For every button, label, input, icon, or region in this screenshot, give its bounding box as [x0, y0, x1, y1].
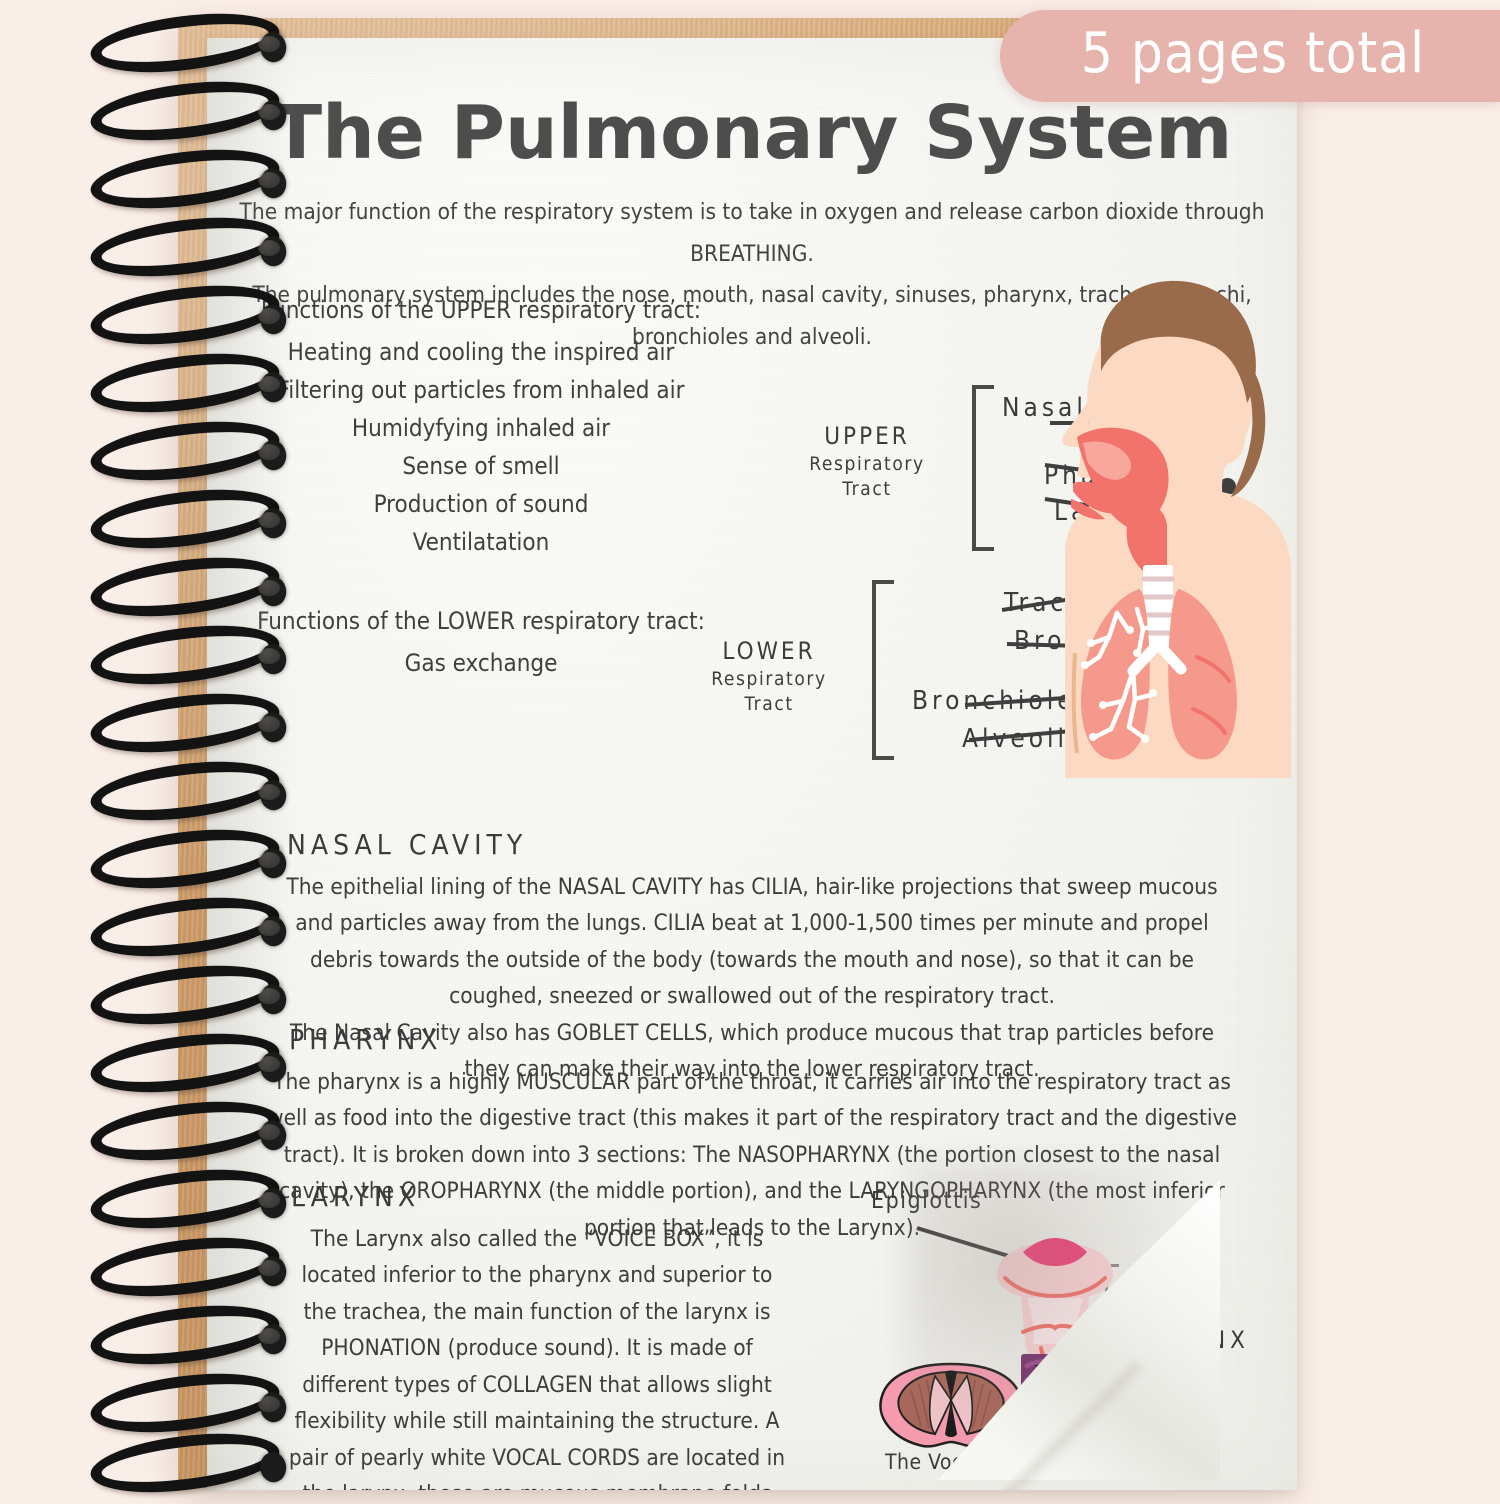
upper-function-item: Sense of smell	[402, 451, 560, 480]
spiral-punch-hole	[258, 36, 280, 52]
spiral-punch-hole	[258, 1124, 280, 1140]
anatomy-svg	[1062, 280, 1291, 778]
upper-functions-heading: Functions of the UPPER respiratory tract…	[260, 296, 702, 324]
spiral-coil	[87, 888, 283, 966]
page-content: The Pulmonary System The major function …	[207, 38, 1297, 1490]
upper-function-item: Heating and cooling the inspired air	[287, 338, 675, 366]
section-heading-nasal-cavity: NASAL CAVITY	[287, 828, 528, 861]
upper-tract-bracket	[972, 385, 994, 551]
section-body-larynx: The Larynx also called the “VOICE BOX”, …	[288, 1226, 786, 1490]
spiral-coil	[87, 344, 283, 422]
spiral-punch-hole	[258, 444, 280, 460]
spiral-punch-hole	[258, 648, 280, 664]
spiral-coil	[87, 752, 283, 830]
pages-total-badge: 5 pages total	[1000, 10, 1500, 102]
spiral-punch-hole	[258, 512, 280, 528]
spiral-punch-hole	[258, 1192, 280, 1208]
upper-function-item: Production of sound	[373, 489, 589, 518]
upper-function-item: Humidyfying inhaled air	[351, 413, 611, 442]
upper-tract-line1: UPPER	[824, 422, 910, 450]
spiral-coil	[87, 684, 283, 762]
label-epiglottis: Epiglottis	[871, 1188, 982, 1214]
upper-function-item: Ventilatation	[412, 527, 550, 556]
spiral-binding	[58, 4, 318, 1502]
spiral-coil	[87, 820, 283, 898]
lower-tract-line1: LOWER	[722, 637, 816, 665]
spiral-coil	[87, 480, 283, 558]
upper-tract-line3: Tract	[842, 477, 892, 500]
spiral-punch-hole	[258, 1328, 280, 1344]
section-body-nasal-cavity-2: The Nasal Cavity also has GOBLET CELLS, …	[289, 1019, 1215, 1083]
intro-line-2: The pulmonary system includes the nose, …	[252, 282, 1252, 350]
spiral-punch-hole	[258, 376, 280, 392]
spiral-coil	[87, 1092, 283, 1170]
spiral-coil	[87, 140, 283, 218]
spiral-coil	[87, 276, 283, 354]
spiral-coil	[87, 412, 283, 490]
section-heading-larynx: LARYNX	[291, 1180, 421, 1213]
spiral-coil	[87, 1228, 283, 1306]
lower-tract-line2: Respiratory	[711, 668, 827, 691]
spiral-coil	[87, 4, 283, 82]
spiral-punch-hole	[258, 240, 280, 256]
spiral-punch-hole	[258, 1396, 280, 1412]
spiral-coil	[87, 616, 283, 694]
lower-functions-heading: Functions of the LOWER respiratory tract…	[257, 607, 705, 636]
spiral-coil	[87, 1160, 283, 1238]
section-pharynx: PHARYNX The pharynx is a highly MUSCULAR…	[227, 1023, 1277, 1246]
intro-line-1: The major function of the respiratory sy…	[239, 199, 1265, 267]
spiral-coil	[87, 1024, 283, 1102]
section-nasal-cavity: NASAL CAVITY The epithelial lining of th…	[227, 828, 1277, 1088]
spiral-punch-hole	[258, 308, 280, 324]
page-title: The Pulmonary System	[271, 90, 1233, 176]
spiral-punch-hole	[258, 988, 280, 1004]
lower-tract-name: LOWER Respiratory Tract	[674, 636, 864, 717]
section-body-nasal-cavity-1: The epithelial lining of the NASAL CAVIT…	[286, 874, 1218, 1010]
section-body-pharynx: The pharynx is a highly MUSCULAR part of…	[267, 1069, 1237, 1241]
spiral-punch-hole	[258, 1260, 280, 1276]
functions-column: Functions of the UPPER respiratory tract…	[231, 296, 731, 683]
upper-tract-name: UPPER Respiratory Tract	[772, 421, 962, 502]
spiral-punch-hole	[258, 104, 280, 120]
lower-function-item: Gas exchange	[404, 649, 558, 678]
spiral-punch-hole	[258, 716, 280, 732]
spiral-coil	[87, 548, 283, 626]
spiral-coil	[87, 72, 283, 150]
respiratory-anatomy-illustration	[1047, 253, 1297, 778]
spiral-coil	[87, 1424, 283, 1502]
upper-tract-line2: Respiratory	[809, 453, 925, 476]
lower-tract-line3: Tract	[744, 692, 794, 715]
spiral-punch-hole	[258, 580, 280, 596]
notebook-page: The Pulmonary System The major function …	[207, 38, 1297, 1490]
spiral-punch-hole	[258, 920, 280, 936]
lower-tract-bracket	[872, 580, 894, 760]
spiral-coil	[87, 1296, 283, 1374]
spiral-punch-hole	[258, 172, 280, 188]
section-larynx: LARYNX The Larynx also called the “VOICE…	[227, 1180, 847, 1490]
spiral-punch-hole	[258, 852, 280, 868]
intro-paragraph: The major function of the respiratory sy…	[207, 192, 1297, 359]
spiral-coil	[87, 208, 283, 286]
spiral-punch-hole	[258, 1056, 280, 1072]
spiral-coil	[87, 1364, 283, 1442]
upper-function-item: Filtering out particles from inhaled air	[277, 375, 685, 404]
spiral-coil	[87, 956, 283, 1034]
pages-total-label: 5 pages total	[1080, 20, 1426, 86]
section-heading-pharynx: PHARYNX	[289, 1023, 443, 1056]
spiral-punch-hole	[258, 784, 280, 800]
